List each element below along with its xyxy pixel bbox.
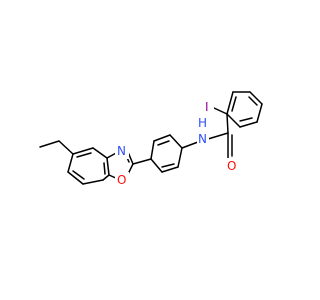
bond [207,132,229,140]
bond [157,140,170,146]
background [0,0,300,300]
bond [161,166,179,173]
bond [169,134,183,149]
label-backdrop [202,99,214,115]
bond [103,162,106,175]
bond [102,174,110,181]
label-backdrop [225,158,239,174]
bond [226,91,234,115]
bond [92,147,108,159]
label-backdrop [197,130,209,146]
bond [239,117,253,122]
bond [150,158,163,173]
oxazole-oxygen-label: O [117,173,126,187]
iodine-label: I [205,100,209,114]
bond [256,103,263,123]
bond [106,157,110,176]
bond [39,140,60,148]
molecule-structure-diagram: I N H N O O [0,0,300,300]
bond [67,171,84,185]
bond [76,152,92,158]
amide-hydrogen-label: H [198,116,207,130]
bond [132,158,152,165]
bond [161,163,175,168]
bond [72,170,85,180]
carbonyl-oxygen-label: O [227,159,236,173]
bond [249,91,263,105]
bond [226,113,229,134]
bond [213,107,228,115]
bond [150,140,155,160]
bond [82,179,104,185]
amide-nitrogen-label: N [198,132,207,146]
bond-lines [39,91,263,185]
oxazole-nitrogen-label: N [117,144,126,158]
bond [58,140,74,155]
bond [72,147,94,155]
bond [248,96,258,106]
label-backdrop [115,143,129,159]
atom-labels: I N H N O O [115,99,239,188]
label-backdrop [115,172,129,188]
bond [153,134,171,142]
bond [67,153,74,173]
bond [231,96,237,112]
bond [226,113,241,128]
bond [177,147,183,168]
bond [181,141,199,149]
bond [239,121,258,128]
